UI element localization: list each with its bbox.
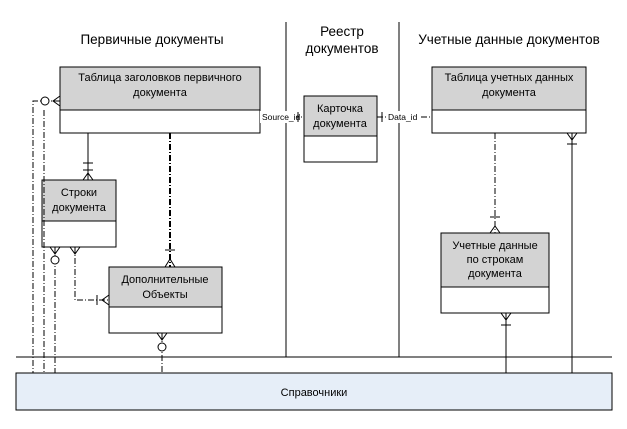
- entity-acc-lines-title-3: документа: [468, 268, 523, 280]
- entity-doc-lines[interactable]: Строки документа: [41, 179, 117, 248]
- relation-source-id: Source_id: [260, 111, 304, 123]
- section-title-accounting: Учетные данные документов: [418, 32, 600, 47]
- reference-bar-box: [15, 372, 613, 411]
- relation-header-doclines: [82, 133, 94, 181]
- section-title-primary: Первичные документы: [80, 32, 223, 47]
- entity-header-table-title-1: Таблица заголовков первичного: [78, 72, 241, 84]
- entity-header-table[interactable]: Таблица заголовков первичного документа: [59, 66, 261, 134]
- entity-acc-lines-title-1: Учетные данные: [452, 240, 537, 252]
- relation-doclines-reference: [49, 246, 61, 373]
- reference-bar[interactable]: Справочники: [15, 372, 613, 411]
- entity-accounting-table[interactable]: Таблица учетных данных документа: [431, 66, 587, 134]
- entity-extra-objects[interactable]: Дополнительные Объекты: [108, 266, 223, 334]
- section-title-registry-line1: Реестр: [320, 24, 364, 39]
- relation-doclines-extra: [69, 246, 110, 306]
- entity-header-table-title-2: документа: [133, 87, 188, 99]
- entity-accounting-lines[interactable]: Учетные данные по строкам документа: [440, 232, 550, 314]
- entity-document-card[interactable]: Карточка документа: [303, 95, 378, 163]
- entity-acc-lines-title-2: по строкам: [467, 254, 524, 266]
- entity-card-title-2: документа: [313, 118, 368, 130]
- relation-acctable-reference: [566, 132, 578, 373]
- relation-acclines-reference: [500, 312, 512, 373]
- entity-acc-table-title-2: документа: [482, 87, 537, 99]
- relation-extra-reference: [156, 332, 168, 373]
- entity-acc-table-title-1: Таблица учетных данных: [445, 72, 574, 84]
- entity-doc-lines-title-2: документа: [52, 202, 107, 214]
- relation-source-id-label: Source_id: [262, 112, 301, 122]
- relation-header-extra: [164, 133, 176, 268]
- entity-extra-objects-title-2: Объекты: [142, 289, 187, 301]
- entity-doc-lines-title-1: Строки: [61, 187, 97, 199]
- entity-extra-objects-title-1: Дополнительные: [121, 274, 208, 286]
- section-title-registry-line2: документов: [306, 41, 379, 56]
- entity-card-title-1: Карточка: [317, 103, 364, 115]
- relation-data-id-label: Data_id: [388, 112, 418, 122]
- relation-data-id: Data_id: [377, 111, 432, 123]
- reference-bar-label: Справочники: [281, 387, 348, 399]
- relation-acctable-acclines: [489, 133, 501, 234]
- relation-header-reference: [32, 95, 61, 373]
